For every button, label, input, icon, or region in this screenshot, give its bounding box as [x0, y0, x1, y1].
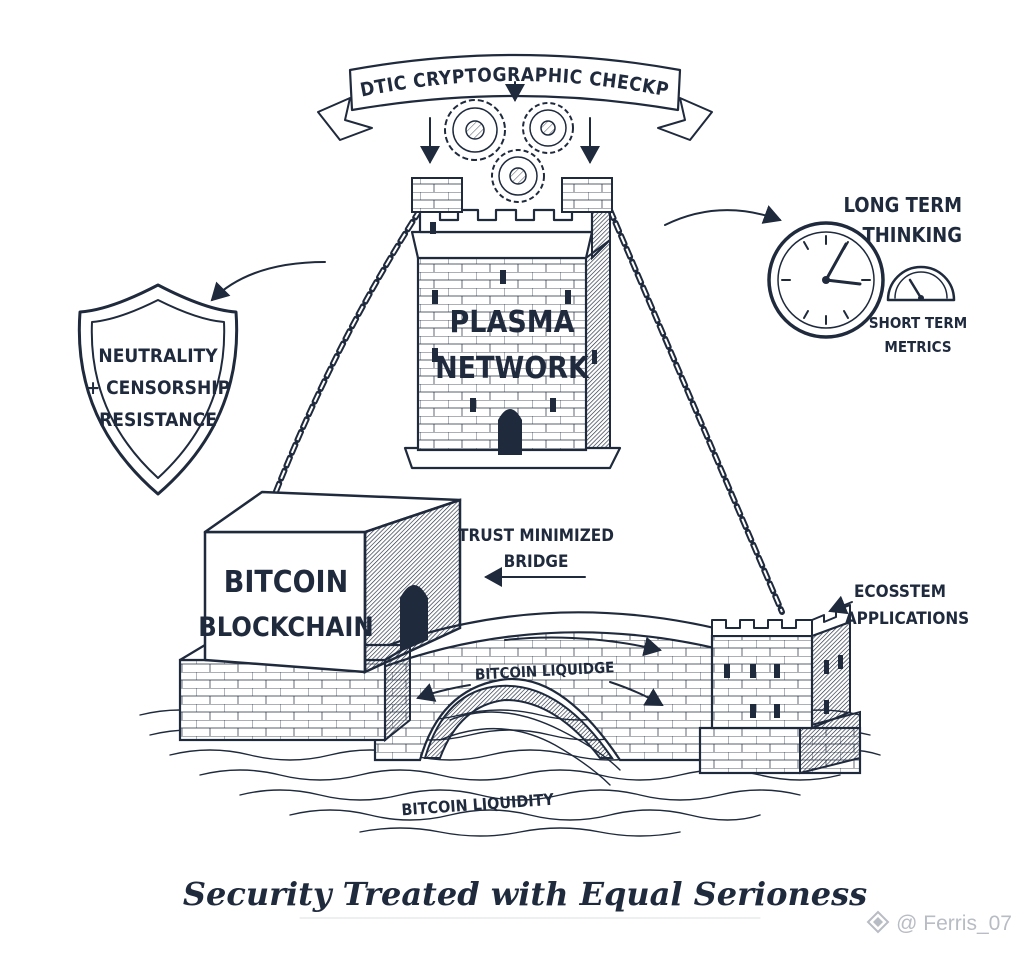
gauge-label-line1: SHORT TERM: [869, 314, 967, 332]
gears-icon: [444, 99, 574, 203]
checkpoint-arrows: [420, 81, 600, 164]
bridge-label-line2: BRIDGE: [504, 552, 569, 572]
gauge-label-line2: METRICS: [884, 338, 951, 356]
tagline: Security Treated with Equal Serioness: [183, 875, 867, 913]
tower-label-line1: PLASMA: [449, 305, 574, 340]
chain-right-icon: [607, 207, 785, 615]
gauge-icon: [886, 265, 956, 302]
arrow-to-shield: [210, 261, 326, 302]
shield-line2: + CENSORSHIP: [86, 377, 230, 399]
block-label-line1: BITCOIN: [224, 565, 348, 600]
watermark: @ Ferris_07: [896, 912, 1012, 935]
tower-label-line2: NETWORK: [435, 351, 590, 386]
shield-line1: NEUTRALITY: [98, 345, 218, 367]
clock-icon: [767, 221, 885, 339]
bridge-icon: [373, 611, 762, 762]
ecosystem-label-line1: ECOSSTEM: [854, 582, 946, 602]
ecosystem-tower-icon: [698, 604, 862, 775]
banner-text: PERIODTIC CRYPTOGRAPHIC CHECKPOINTS: [0, 0, 671, 102]
shield-line3: RESISTANCE: [99, 409, 217, 431]
clock-title-line1: LONG TERM: [844, 193, 962, 217]
watermark-logo-icon: [866, 910, 890, 934]
checkpoints-banner: PERIODTIC CRYPTOGRAPHIC CHECKPOINTS: [0, 0, 713, 141]
bitcoin-block-icon: [178, 490, 462, 743]
shield-icon: [77, 283, 239, 496]
plasma-tower-icon: [403, 177, 622, 470]
clock-title-line2: THINKING: [862, 223, 962, 247]
arrow-to-ecosystem: [828, 595, 853, 615]
bridge-label-line1: TRUST MINIMIZED: [458, 526, 614, 546]
arrow-to-clock: [664, 205, 782, 226]
chain-left-icon: [265, 207, 423, 515]
block-label-line2: BLOCKCHAIN: [198, 612, 373, 643]
ecosystem-label-line2: APPLICATIONS: [845, 609, 969, 629]
